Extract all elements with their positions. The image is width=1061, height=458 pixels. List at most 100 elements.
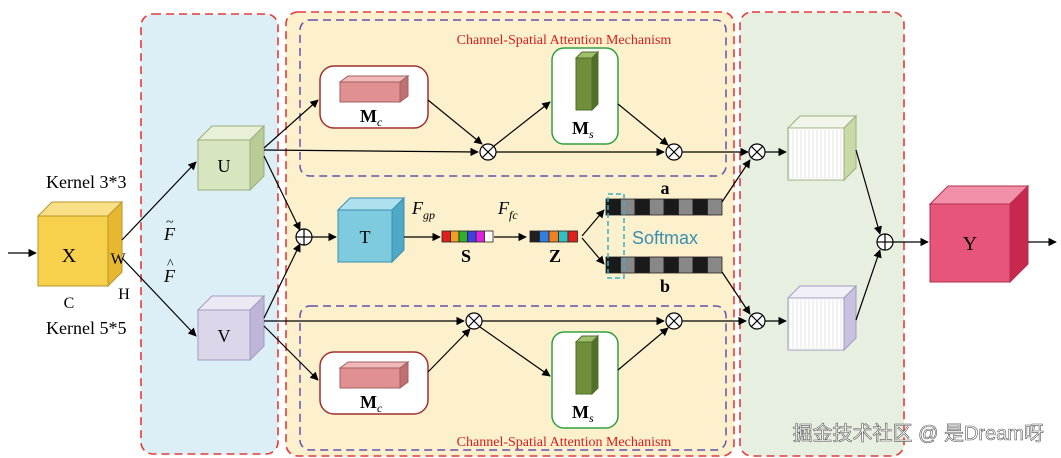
arrow-mul1-to-ms-bottom [479, 326, 551, 377]
vector-b-cell [707, 256, 723, 274]
vector-a-cell [620, 198, 636, 216]
f-tilde-mark: ~ [166, 215, 174, 230]
mc-top-shape [338, 75, 410, 103]
ms-top-label: Ms [572, 118, 594, 141]
multiply-node-select-bottom [748, 312, 766, 330]
vector-b-cell [634, 256, 650, 274]
arrow-ms-to-mul2-bottom [617, 327, 669, 371]
arrow-selected-v-to-sum [855, 249, 882, 321]
f-hat-label: F [163, 266, 176, 286]
mc-top-label: Mc [360, 106, 383, 129]
f-tilde-label: F [163, 224, 176, 244]
f-gp-label: Fgp [411, 198, 435, 222]
vector-s-cell [458, 230, 468, 243]
vector-s-cell [450, 230, 460, 243]
arrow-z-to-b [581, 237, 605, 265]
multiply-node-bottom-2 [665, 312, 683, 330]
vector-s-label: S [461, 246, 471, 266]
arrow-x-to-v [121, 257, 197, 337]
vector-a-cell [634, 198, 650, 216]
sum-node-select [876, 233, 894, 251]
arrow-z-to-a [581, 209, 605, 237]
w-label: W [110, 251, 126, 268]
c-label: C [64, 295, 75, 312]
vector-s-cell [441, 230, 451, 243]
vector-z-cell [539, 230, 550, 243]
ms-bottom-shape [574, 334, 600, 396]
vector-a-cell [707, 198, 723, 216]
arrow-x-to-u [121, 161, 197, 241]
csam-top-title: Channel-Spatial Attention Mechanism [457, 33, 672, 48]
vector-s-cell [467, 230, 477, 243]
multiply-node-top-1 [479, 143, 497, 161]
arrow-b-to-mul-select-bottom [721, 271, 751, 315]
watermark: 掘金技术社区 @ 是Dream呀 [793, 422, 1044, 445]
arrow-v-to-mc-bottom [263, 325, 319, 381]
vector-a-cell [692, 198, 708, 216]
vector-b-cell [692, 256, 708, 274]
arrow-mc-to-mul1-bottom [427, 328, 471, 373]
cube-y-label: Y [963, 233, 977, 255]
arrow-u-to-mc-top [263, 99, 319, 149]
arrow-mc-to-mul1-top [427, 99, 483, 145]
arrow-u-to-sum [263, 155, 301, 231]
vector-z-cell [558, 230, 569, 243]
f-hat-mark: ^ [167, 257, 174, 272]
vector-z-cell [567, 230, 578, 243]
sum-node-fuse [295, 228, 313, 246]
ms-bottom-label: Ms [572, 402, 594, 425]
cube-t [336, 196, 406, 264]
vector-z-cell [548, 230, 559, 243]
vector-a-cell [649, 198, 665, 216]
cube-u [196, 124, 266, 192]
vector-z-label: Z [549, 246, 561, 266]
vector-b-label: b [660, 276, 670, 296]
multiply-node-top-2 [665, 143, 683, 161]
csam-bottom-box [299, 305, 727, 451]
softmax-label: Softmax [632, 228, 698, 248]
csam-bottom-title: Channel-Spatial Attention Mechanism [457, 435, 672, 450]
vector-s-cell [475, 230, 485, 243]
select-panel [739, 11, 905, 457]
kernel3-label: Kernel 3*3 [46, 172, 126, 192]
ms-top-shape [574, 50, 600, 112]
f-fc-label: Ffc [497, 198, 518, 222]
cube-x [36, 200, 124, 288]
vector-b-cell [620, 256, 636, 274]
arrow-v-to-sum [263, 243, 301, 319]
arrow-selected-u-to-sum [855, 149, 882, 235]
cube-u-label: U [218, 156, 231, 176]
cube-selected-u [786, 114, 858, 182]
cube-t-label: T [360, 227, 371, 247]
cube-y [928, 184, 1030, 284]
vector-b-cell [649, 256, 665, 274]
cube-v [196, 294, 266, 362]
mc-bottom-label: Mc [360, 392, 383, 415]
cube-x-label: X [62, 245, 77, 267]
vector-a-cell [678, 198, 694, 216]
vector-b-cell [678, 256, 694, 274]
split-panel [140, 13, 279, 455]
cube-selected-v [786, 284, 858, 352]
vector-b [605, 256, 723, 274]
vector-z-cell [529, 230, 540, 243]
arrow-u-to-mul1-top [263, 147, 479, 157]
mc-bottom-shape [338, 361, 410, 389]
kernel5-label: Kernel 5*5 [46, 318, 126, 338]
arrow-ms-to-mul2-top [617, 103, 669, 146]
vector-z [529, 230, 578, 243]
multiply-node-bottom-1 [465, 312, 483, 330]
vector-s-cell [484, 230, 494, 243]
cube-v-label: V [218, 326, 231, 346]
vector-a-label: a [661, 178, 670, 198]
arrow-mul1-to-ms-top [493, 101, 551, 147]
csam-top-box [299, 19, 727, 177]
multiply-node-select-top [748, 143, 766, 161]
vector-b-cell [663, 256, 679, 274]
vector-a-cell [663, 198, 679, 216]
softmax-bracket [607, 193, 625, 279]
vector-a [605, 198, 723, 216]
vector-s [441, 230, 494, 243]
arrow-a-to-mul-select-top [721, 159, 751, 203]
